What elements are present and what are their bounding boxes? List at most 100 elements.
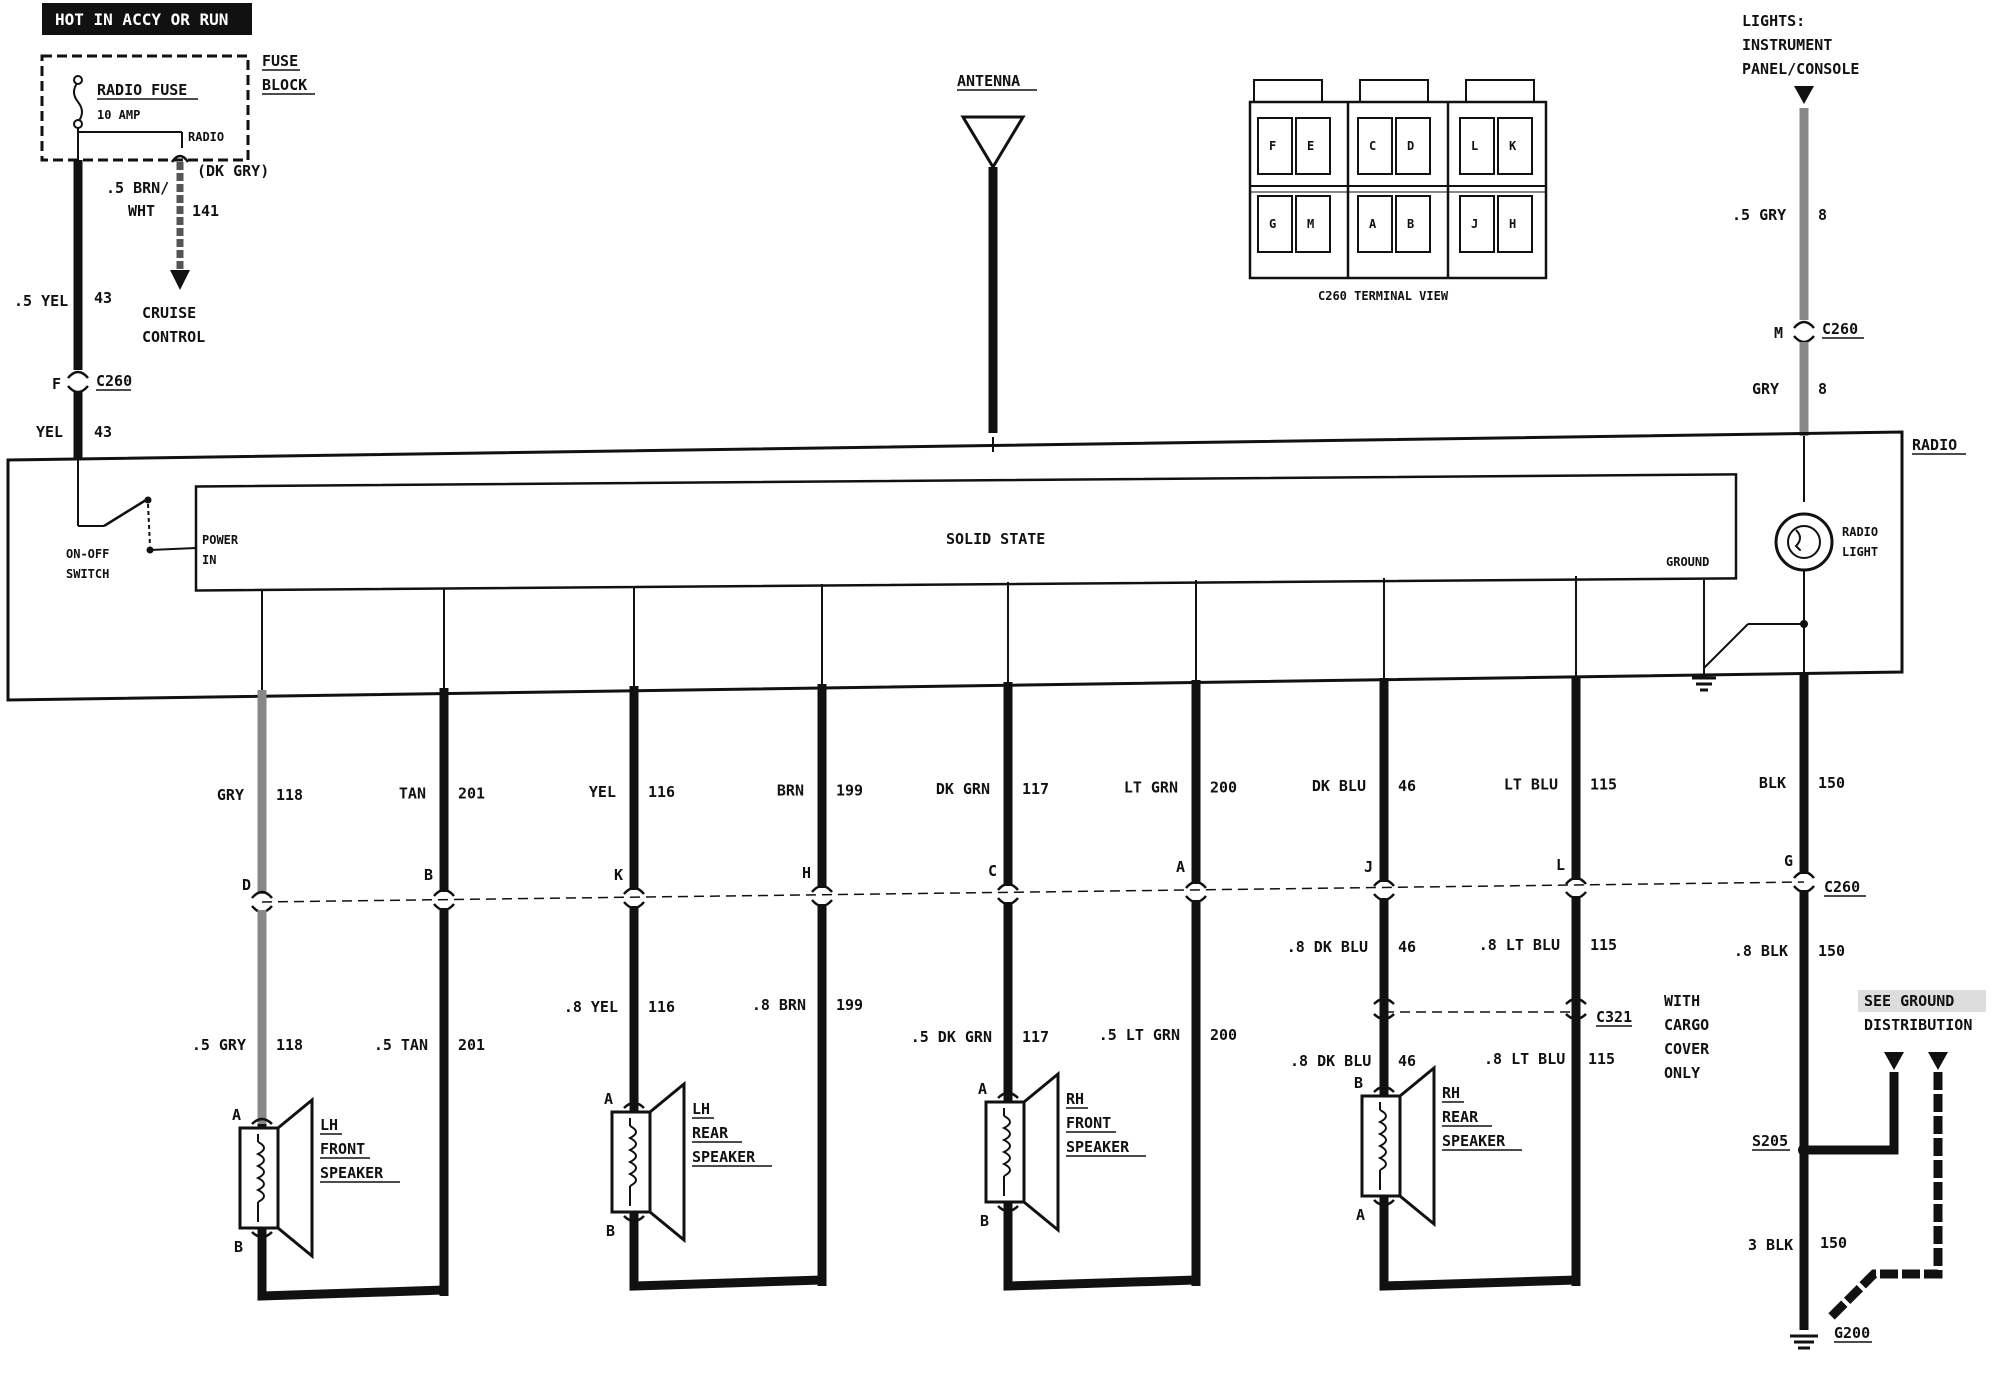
c260-pin-label: B	[424, 866, 433, 884]
c260-pin-label: C	[988, 862, 997, 880]
c321-label: C321	[1596, 1008, 1632, 1026]
switch-label-1: ON-OFF	[66, 547, 109, 561]
terminal-pin: H	[1509, 217, 1516, 231]
wire-circuit-label: 150	[1818, 774, 1845, 792]
terminal-pin: B	[1407, 217, 1414, 231]
radio-label: RADIO	[1912, 436, 1957, 454]
speaker-name-2: FRONT	[320, 1140, 365, 1158]
c260-m-label: C260	[1822, 320, 1858, 338]
radio-light-bulb-icon	[1774, 512, 1834, 572]
ground-label: GROUND	[1666, 555, 1709, 569]
hot-header-box	[42, 3, 252, 35]
wire-circuit-label: 201	[458, 785, 485, 803]
internal-ground-icon	[1692, 676, 1716, 692]
gry-lower-label: GRY	[1752, 380, 1779, 398]
ground-circuit-150: 150	[1820, 1234, 1847, 1252]
terminal-pin: K	[1509, 139, 1517, 153]
c260-terminal-view: F E C D L K G M A B J H	[1248, 79, 1548, 280]
lower-wire-color-label: .5 TAN	[374, 1036, 428, 1054]
circuit-8-upper: 8	[1818, 206, 1827, 224]
wire-color-label: BLK	[1759, 774, 1786, 792]
power-in-label-2: IN	[202, 553, 216, 567]
circuit-43-upper: 43	[94, 289, 112, 307]
speaker-pin-top: A	[604, 1090, 613, 1108]
c260-f-connector-icon	[67, 370, 89, 394]
lower-wire-circuit-label: 200	[1210, 1026, 1237, 1044]
lower-wire-color-label: .5 DK GRN	[911, 1028, 992, 1046]
s205-label: S205	[1752, 1132, 1788, 1150]
cargo-note-1: WITH	[1664, 992, 1700, 1010]
brn-wht-label-2: WHT	[128, 202, 155, 220]
c321-below-left-circuit: 46	[1398, 1052, 1416, 1070]
connector-terminal-icon	[811, 884, 833, 908]
lights-label-3: PANEL/CONSOLE	[1742, 60, 1859, 78]
lower-wire-color-label: .5 GRY	[192, 1036, 246, 1054]
speaker-name-2: REAR	[692, 1124, 729, 1142]
terminal-pin: L	[1471, 139, 1478, 153]
speaker-name-2: FRONT	[1066, 1114, 1111, 1132]
dk-gry-label: (DK GRY)	[197, 162, 269, 180]
antenna-icon	[960, 115, 1026, 170]
lights-label-2: INSTRUMENT	[1742, 36, 1832, 54]
lights-arrow-icon	[1794, 86, 1814, 104]
wire-circuit-label: 199	[836, 782, 863, 800]
ground-branch-1	[1804, 1072, 1899, 1155]
fuse-block-label-2: BLOCK	[262, 76, 307, 94]
cargo-note-3: COVER	[1664, 1040, 1710, 1058]
on-off-switch-icon	[103, 498, 147, 528]
terminal-pin: C	[1369, 139, 1376, 153]
cruise-label-2: CONTROL	[142, 328, 205, 346]
connector-terminal-icon	[1185, 880, 1207, 904]
cargo-note-2: CARGO	[1664, 1016, 1709, 1034]
speaker-pin-bottom: B	[234, 1238, 243, 1256]
c321-below-right-color: .8 LT BLU	[1484, 1050, 1565, 1068]
ground-arrow-icon	[1884, 1052, 1904, 1070]
speaker-pin-bottom: B	[980, 1212, 989, 1230]
c260-connector-line	[261, 881, 1805, 903]
radio-fuse-name: RADIO FUSE	[97, 81, 187, 99]
lower-wire-circuit-label: 46	[1398, 938, 1416, 956]
speaker-icon	[238, 1096, 314, 1260]
cargo-note-4: ONLY	[1664, 1064, 1700, 1082]
lower-wire-circuit-label: 116	[648, 998, 675, 1016]
see-ground-box	[1858, 990, 1986, 1012]
lower-wire-circuit-label: 150	[1818, 942, 1845, 960]
connector-terminal-icon	[997, 882, 1019, 906]
wire-color-label: LT BLU	[1504, 776, 1558, 794]
antenna-label: ANTENNA	[957, 72, 1020, 90]
ground-branch-2	[1826, 1072, 1943, 1322]
terminal-pin: G	[1269, 217, 1276, 231]
speaker-name-1: LH	[320, 1116, 338, 1134]
c260-pin-label: G	[1784, 852, 1793, 870]
wire-color-label: DK GRN	[936, 780, 990, 798]
speaker-pin-top: A	[978, 1080, 987, 1098]
speaker-pin-bottom: B	[606, 1222, 615, 1240]
power-in-label-1: POWER	[202, 533, 239, 547]
circuit-8-lower: 8	[1818, 380, 1827, 398]
fuse-icon	[73, 81, 83, 123]
lower-wire-color-label: .8 DK BLU	[1287, 938, 1368, 956]
speaker-name-3: SPEAKER	[692, 1148, 756, 1166]
c260-pin-label: J	[1364, 858, 1373, 876]
speaker-name-1: RH	[1066, 1090, 1084, 1108]
wire-circuit-label: 200	[1210, 779, 1237, 797]
terminal-pin: J	[1471, 217, 1478, 231]
lower-wire-circuit-label: 201	[458, 1036, 485, 1054]
lower-wire-color-label: .8 BRN	[752, 996, 806, 1014]
speaker-pin-top: B	[1354, 1074, 1363, 1092]
speakers: ABLHFRONTSPEAKERABLHREARSPEAKERABRHFRONT…	[232, 1064, 1522, 1260]
terminal-pin: M	[1307, 217, 1314, 231]
see-ground-1: SEE GROUND	[1864, 992, 1954, 1010]
wire-circuit-label: 116	[648, 783, 675, 801]
speaker-name-1: RH	[1442, 1084, 1460, 1102]
speaker-name-3: SPEAKER	[1066, 1138, 1130, 1156]
radio-light-label-1: RADIO	[1842, 525, 1878, 539]
wire-color-label: BRN	[777, 782, 804, 800]
c260-pin-f: F	[52, 375, 61, 393]
c260-pin-label: A	[1176, 858, 1185, 876]
connector-terminal-icon	[1565, 876, 1587, 900]
terminal-view-caption: C260 TERMINAL VIEW	[1318, 289, 1449, 303]
gry-upper-label: .5 GRY	[1732, 206, 1786, 224]
